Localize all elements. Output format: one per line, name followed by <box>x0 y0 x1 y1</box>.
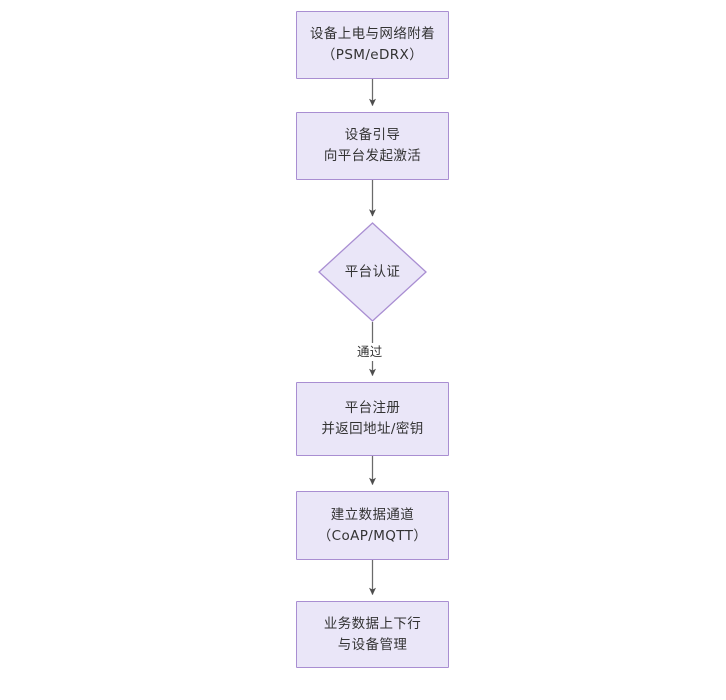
node-establish-data-channel[interactable]: 建立数据通道 （CoAP/MQTT） <box>296 491 449 560</box>
node-label-line2: 并返回地址/密钥 <box>321 421 424 437</box>
node-device-power-on[interactable]: 设备上电与网络附着 （PSM/eDRX） <box>296 11 449 79</box>
diamond-shape <box>318 222 427 322</box>
node-label-line1: 业务数据上下行 <box>323 615 422 632</box>
node-label-line2: （CoAP/MQTT） <box>317 527 428 544</box>
node-platform-register[interactable]: 平台注册 并返回地址/密钥 <box>296 382 449 456</box>
node-label-line1: 设备上电与网络附着 <box>309 26 436 42</box>
node-label-line1: 平台注册 <box>344 400 401 416</box>
node-device-bootstrap[interactable]: 设备引导 向平台发起激活 <box>296 112 449 180</box>
node-label-line2: （PSM/eDRX） <box>321 47 424 63</box>
node-label-line2: 向平台发起激活 <box>323 148 422 164</box>
node-business-data-and-device-management[interactable]: 业务数据上下行 与设备管理 <box>296 601 449 668</box>
node-label-line1: 建立数据通道 <box>330 506 415 523</box>
edge-label-pass: 通过 <box>355 343 385 361</box>
node-label-line2: 与设备管理 <box>337 636 408 653</box>
node-label-line1: 设备引导 <box>344 127 401 143</box>
node-label-line1: 平台认证 <box>344 264 401 280</box>
node-platform-auth-decision[interactable]: 平台认证 <box>318 222 427 322</box>
